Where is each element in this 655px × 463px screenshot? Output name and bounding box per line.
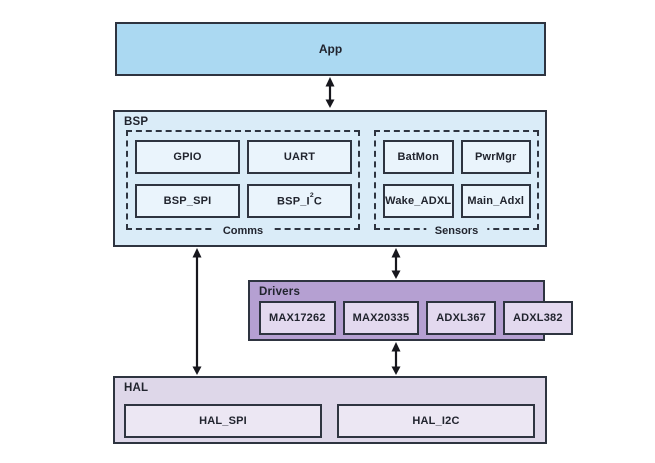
comms-group: GPIO UART BSP_SPI BSP_I2C Comms bbox=[126, 130, 360, 237]
batmon-label: BatMon bbox=[397, 151, 440, 163]
arrow-bsp-hal bbox=[192, 248, 202, 375]
arrow-drivers-hal bbox=[391, 342, 401, 375]
bsp-layer-label: BSP bbox=[124, 116, 149, 128]
sensors-grid: BatMon PwrMgr Wake_ADXL Main_Adxl bbox=[383, 140, 531, 218]
hal-spi-box: HAL_SPI bbox=[124, 404, 322, 438]
wake-adxl-label: Wake_ADXL bbox=[385, 195, 452, 207]
bsp-spi-box: BSP_SPI bbox=[135, 184, 240, 218]
hal-row: HAL_SPI HAL_I2C bbox=[124, 404, 535, 438]
bsp-i2c-box: BSP_I2C bbox=[247, 184, 352, 218]
drivers-layer-box: Drivers MAX17262 MAX20335 ADXL367 ADXL38… bbox=[248, 280, 573, 341]
batmon-box: BatMon bbox=[383, 140, 454, 174]
hal-spi-label: HAL_SPI bbox=[199, 415, 247, 427]
max20335-box: MAX20335 bbox=[342, 301, 420, 335]
main-adxl-box: Main_Adxl bbox=[460, 184, 531, 218]
hal-layer-label: HAL bbox=[124, 382, 149, 394]
pwrmgr-box: PwrMgr bbox=[460, 140, 531, 174]
comms-grid: GPIO UART BSP_SPI BSP_I2C bbox=[135, 140, 352, 218]
uart-box: UART bbox=[247, 140, 352, 174]
hal-i2c-label: HAL_I2C bbox=[412, 415, 460, 427]
gpio-box: GPIO bbox=[135, 140, 240, 174]
app-layer-box: App bbox=[115, 22, 546, 76]
uart-label: UART bbox=[283, 151, 316, 163]
adxl367-label: ADXL367 bbox=[436, 312, 486, 324]
bsp-layer-box: BSP GPIO UART BSP_SPI BSP_I2C Comms bbox=[113, 110, 547, 247]
wake-adxl-box: Wake_ADXL bbox=[383, 184, 454, 218]
arrow-bsp-drivers bbox=[391, 248, 401, 279]
max20335-label: MAX20335 bbox=[352, 312, 410, 324]
max17262-box: MAX17262 bbox=[259, 301, 336, 335]
hal-i2c-box: HAL_I2C bbox=[337, 404, 535, 438]
gpio-label: GPIO bbox=[173, 151, 202, 163]
adxl367-box: ADXL367 bbox=[426, 301, 496, 335]
drivers-layer-label: Drivers bbox=[259, 286, 301, 298]
arrow-app-bsp bbox=[325, 77, 335, 108]
adxl382-box: ADXL382 bbox=[502, 301, 573, 335]
sensors-group: BatMon PwrMgr Wake_ADXL Main_Adxl Sensor… bbox=[374, 130, 539, 237]
pwrmgr-label: PwrMgr bbox=[474, 151, 517, 163]
app-layer-label: App bbox=[318, 42, 343, 56]
drivers-row: MAX17262 MAX20335 ADXL367 ADXL382 bbox=[259, 301, 573, 335]
bsp-i2c-label: BSP_I2C bbox=[277, 191, 322, 208]
hal-layer-box: HAL HAL_SPI HAL_I2C bbox=[113, 376, 547, 444]
adxl382-label: ADXL382 bbox=[512, 312, 563, 324]
max17262-label: MAX17262 bbox=[269, 312, 326, 324]
bsp-spi-label: BSP_SPI bbox=[163, 195, 212, 207]
comms-group-label: Comms bbox=[213, 225, 273, 237]
main-adxl-label: Main_Adxl bbox=[467, 195, 525, 207]
sensors-group-label: Sensors bbox=[425, 225, 488, 237]
